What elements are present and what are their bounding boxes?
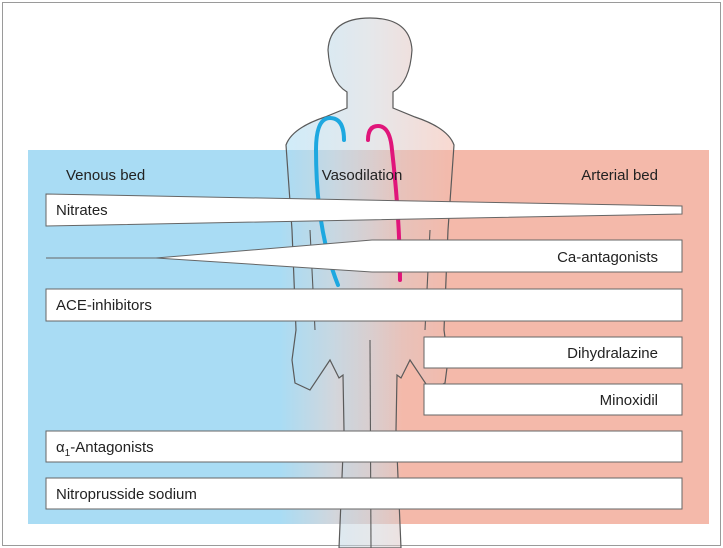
dihydralazine-label: Dihydralazine — [567, 345, 658, 362]
vasodilation-label: Vasodilation — [322, 167, 403, 184]
drug-dihydralazine: Dihydralazine — [424, 337, 682, 368]
drug-minoxidil: Minoxidil — [424, 384, 682, 415]
venous-bed-label: Venous bed — [66, 167, 145, 184]
arterial-bed-label: Arterial bed — [581, 167, 658, 184]
minoxidil-label: Minoxidil — [600, 392, 658, 409]
nitroprusside-label: Nitroprusside sodium — [56, 486, 197, 503]
drug-ace-inhibitors: ACE-inhibitors — [46, 289, 682, 321]
alpha1-symbol: α — [56, 439, 65, 456]
ace-inhibitors-label: ACE-inhibitors — [56, 297, 152, 314]
alpha1-rest: -Antagonists — [70, 439, 153, 456]
drug-nitroprusside-sodium: Nitroprusside sodium — [46, 478, 682, 509]
drug-alpha1-antagonists: α1-Antagonists — [46, 431, 682, 462]
nitrates-label: Nitrates — [56, 202, 108, 219]
ca-antagonists-label: Ca-antagonists — [557, 249, 658, 266]
